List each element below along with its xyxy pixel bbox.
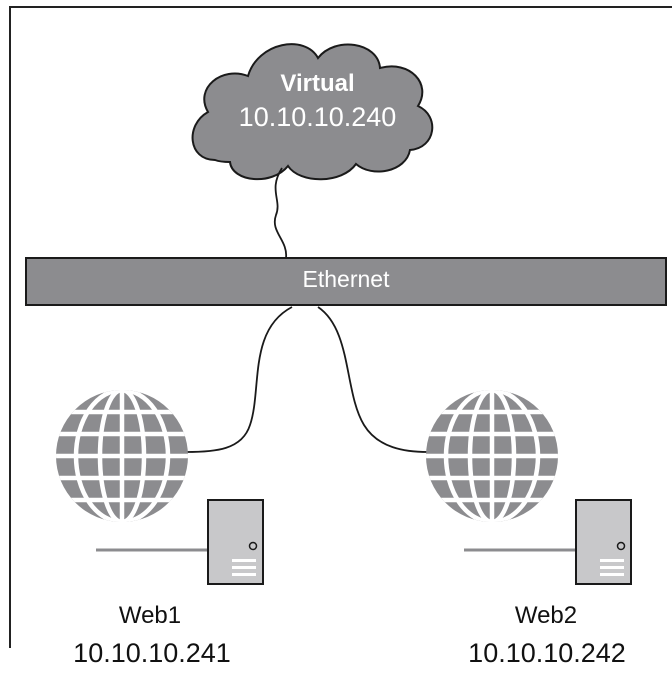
frame-border-left [9, 6, 11, 648]
cloud-to-ethernet-cable [273, 167, 287, 259]
globe-icon [426, 390, 558, 522]
web1-name: Web1 [118, 602, 182, 629]
ethernet-label: Ethernet [302, 266, 390, 292]
ethernet-to-web2-cable [317, 306, 429, 453]
ethernet-bar [25, 257, 667, 306]
web1-ip: 10.10.10.241 [73, 638, 231, 668]
ethernet-to-web1-cable [185, 306, 293, 453]
web2-ip: 10.10.10.242 [468, 638, 626, 668]
server-icon [464, 499, 632, 585]
cloud-ip: 10.10.10.240 [238, 102, 397, 132]
server-icon [96, 499, 264, 585]
cloud-title: Virtual [280, 70, 355, 97]
web2-name: Web2 [514, 602, 578, 629]
frame-border-top [9, 6, 672, 8]
globe-icon [56, 390, 188, 522]
